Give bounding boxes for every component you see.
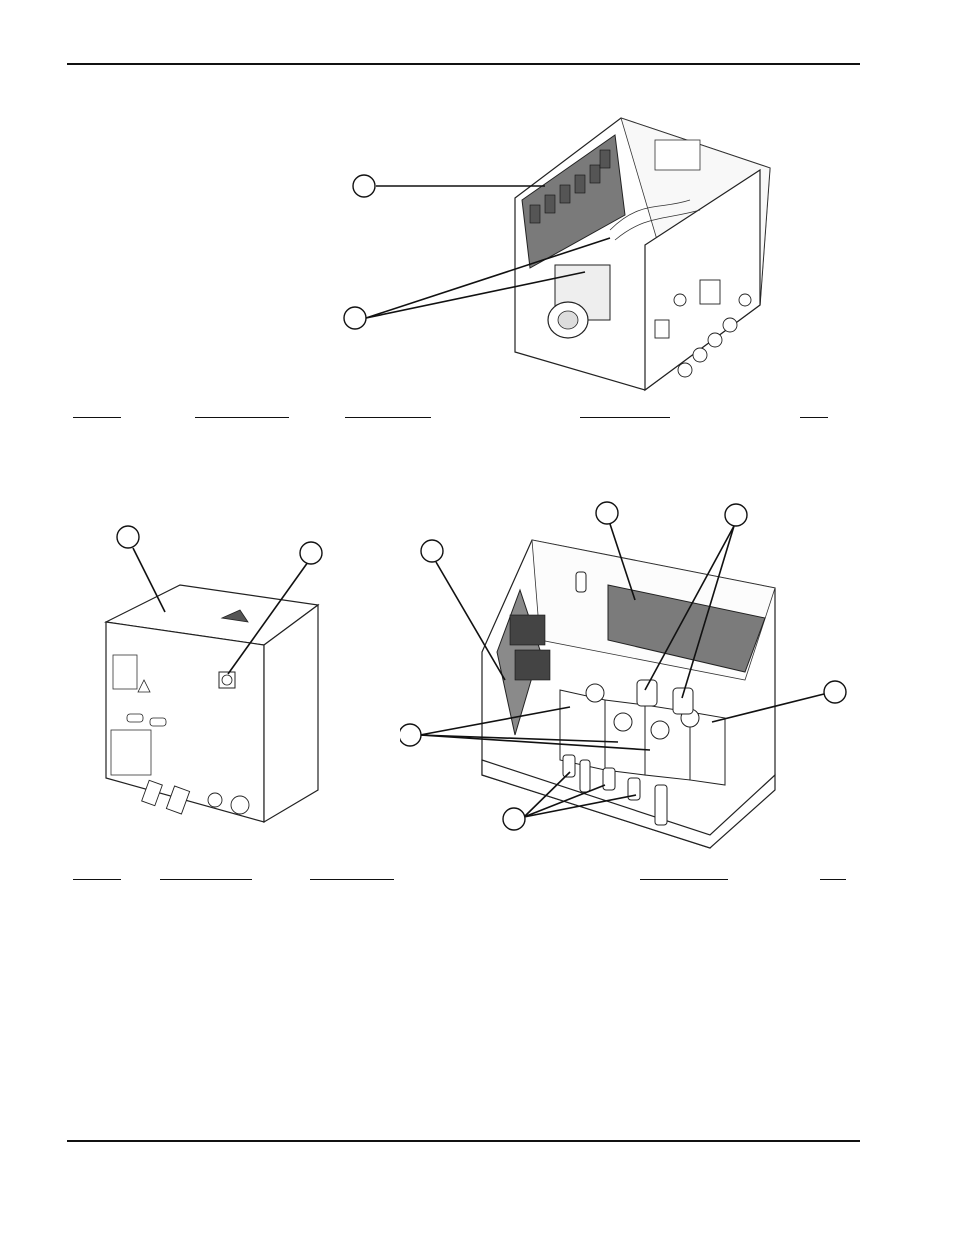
callout-4 [299, 541, 323, 565]
connector-1 [126, 713, 144, 723]
valve-blocks [559, 683, 726, 786]
callout-8 [823, 680, 847, 704]
footer-rule [67, 1140, 860, 1142]
callout-7 [724, 503, 748, 527]
blank-line-3 [345, 417, 431, 418]
blank-line-8 [310, 879, 394, 880]
warning-label [220, 609, 249, 623]
label-box-top [112, 654, 138, 690]
blank-line-6 [73, 879, 121, 880]
front-lip [481, 759, 776, 849]
callout-10 [502, 807, 526, 831]
blank-line-7 [160, 879, 252, 880]
control-board [654, 139, 701, 171]
header-rule [67, 63, 860, 65]
pcb-relays [529, 149, 611, 224]
callout-5 [420, 539, 444, 563]
open-base-figure [400, 501, 847, 849]
closed-enclosure-figure [104, 525, 323, 824]
callout-6 [595, 501, 619, 525]
bottom-tubes [562, 754, 668, 826]
blank-line-4 [580, 417, 670, 418]
gauge-fittings [575, 571, 694, 715]
solenoid-valve [547, 264, 611, 339]
transformers [509, 614, 551, 681]
caution-icon [137, 679, 151, 693]
enclosure-side [263, 603, 319, 824]
upper-enclosure-figure [343, 117, 771, 392]
callout-2 [343, 306, 367, 330]
gray-board [607, 584, 766, 673]
blank-line-10 [820, 879, 846, 880]
label-box-bottom [110, 729, 152, 776]
blank-line-2 [195, 417, 289, 418]
blank-line-5 [800, 417, 828, 418]
blank-line-9 [640, 879, 728, 880]
bottom-fittings [141, 779, 250, 815]
blank-line-1 [73, 417, 121, 418]
connector-2 [149, 717, 167, 727]
callout-9 [400, 723, 422, 747]
front-fittings [654, 279, 752, 378]
callout-3 [116, 525, 140, 549]
callout-1 [352, 174, 376, 198]
